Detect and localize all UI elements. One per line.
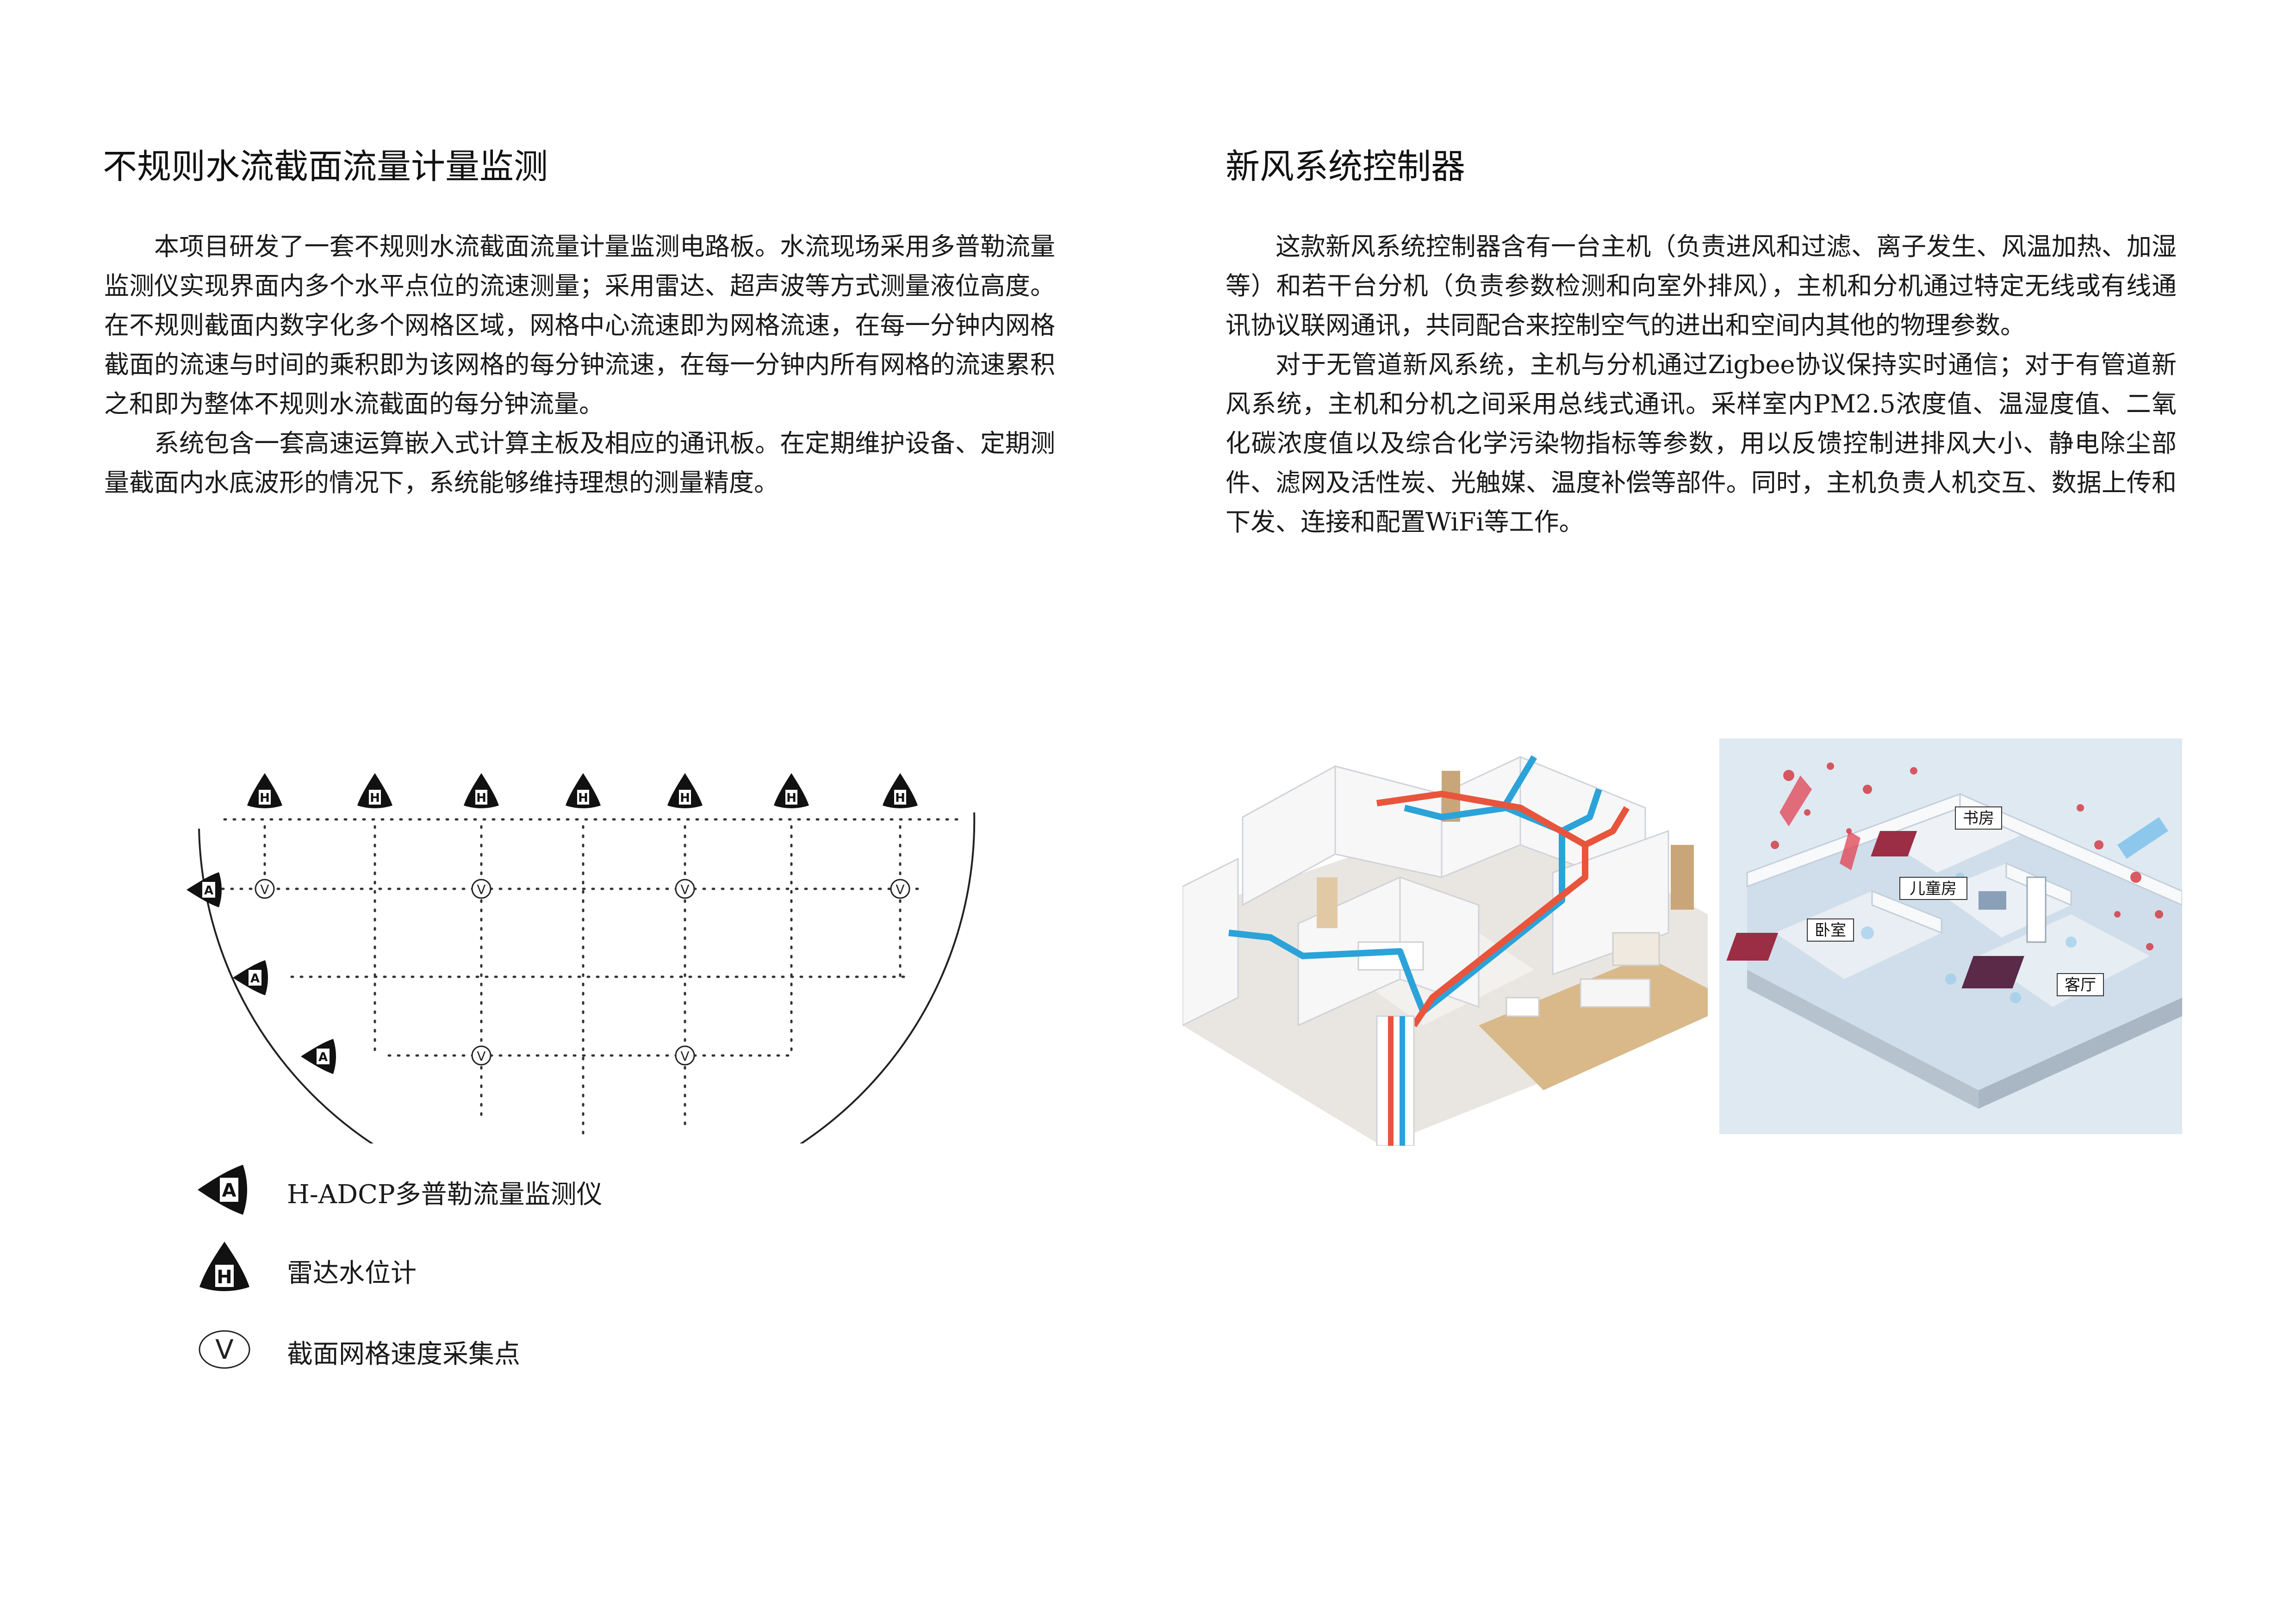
velocity-point: V [675, 1045, 695, 1066]
flow-section-diagram: H A V V V V V [187, 773, 976, 1143]
room-label-living-room-text: 客厅 [2065, 976, 2096, 994]
svg-text:V: V [896, 882, 904, 897]
radar-marker [566, 773, 601, 808]
legend-label-radar: 雷达水位计 [287, 1258, 417, 1288]
radar-icon: H [199, 1242, 249, 1291]
svg-text:A: A [222, 1180, 236, 1201]
left-paragraph-2: 系统包含一套高速运算嵌入式计算主板及相应的通讯板。在定期维护设备、定期测量截面内… [104, 429, 1055, 497]
room-label-bedroom: 卧室 [1807, 918, 1854, 942]
right-paragraph-1: 这款新风系统控制器含有一台主机（负责进风和过滤、离子发生、风温加热、加湿等）和若… [1226, 232, 2177, 340]
legend-item-adcp: A H-ADCP多普勒流量监测仪 [194, 1160, 750, 1220]
room-label-kids-room-text: 儿童房 [1910, 880, 1957, 898]
right-paragraph-2: 对于无管道新风系统，主机与分机通过Zigbee协议保持实时通信；对于有管道新风系… [1226, 350, 2177, 537]
radar-marker [667, 773, 703, 808]
left-paragraph-1: 本项目研发了一套不规则水流截面流量计量监测电路板。水流现场采用多普勒流量监测仪实… [104, 232, 1055, 418]
legend-label-velocity: 截面网格速度采集点 [287, 1339, 520, 1369]
floor-plan-illustration: 书房 儿童房 卧室 客厅 [1719, 738, 2182, 1134]
left-title: 不规则水流截面流量计量监测 [103, 147, 548, 187]
svg-text:V: V [680, 1049, 689, 1064]
svg-text:V: V [477, 882, 485, 897]
radar-marker [357, 773, 392, 808]
velocity-point: V [675, 879, 695, 899]
radar-marker [883, 773, 918, 808]
velocity-point-icon: V [199, 1330, 250, 1369]
velocity-point: V [255, 879, 275, 899]
right-body: 这款新风系统控制器含有一台主机（负责进风和过滤、离子发生、风温加热、加湿等）和若… [1226, 227, 2177, 542]
radar-marker [464, 773, 499, 808]
room-label-bedroom-text: 卧室 [1815, 921, 1846, 940]
adcp-marker [187, 872, 222, 907]
legend-label-adcp: H-ADCP多普勒流量监测仪 [287, 1180, 603, 1210]
left-body: 本项目研发了一套不规则水流截面流量计量监测电路板。水流现场采用多普勒流量监测仪实… [104, 227, 1055, 502]
room-label-study-text: 书房 [1963, 809, 1994, 828]
svg-text:H: H [217, 1267, 232, 1288]
svg-text:V: V [260, 882, 269, 897]
adcp-marker [301, 1039, 336, 1074]
velocity-point: V [471, 1045, 492, 1066]
radar-marker [247, 773, 282, 808]
legend-item-velocity: V 截面网格速度采集点 [194, 1319, 750, 1380]
room-label-living-room: 客厅 [2057, 973, 2104, 996]
velocity-point: V [890, 879, 910, 899]
room-label-study: 书房 [1955, 806, 2002, 830]
legend-item-radar: H 雷达水位计 [194, 1238, 750, 1299]
adcp-icon: A [198, 1165, 247, 1215]
velocity-point: V [471, 879, 492, 899]
svg-text:V: V [680, 882, 689, 897]
ventilation-duct-illustration [1182, 738, 1708, 1146]
room-label-kids-room: 儿童房 [1899, 877, 1967, 900]
right-title: 新风系统控制器 [1226, 147, 1465, 187]
radar-marker [774, 773, 809, 808]
svg-text:V: V [215, 1334, 234, 1365]
svg-text:V: V [477, 1049, 485, 1064]
